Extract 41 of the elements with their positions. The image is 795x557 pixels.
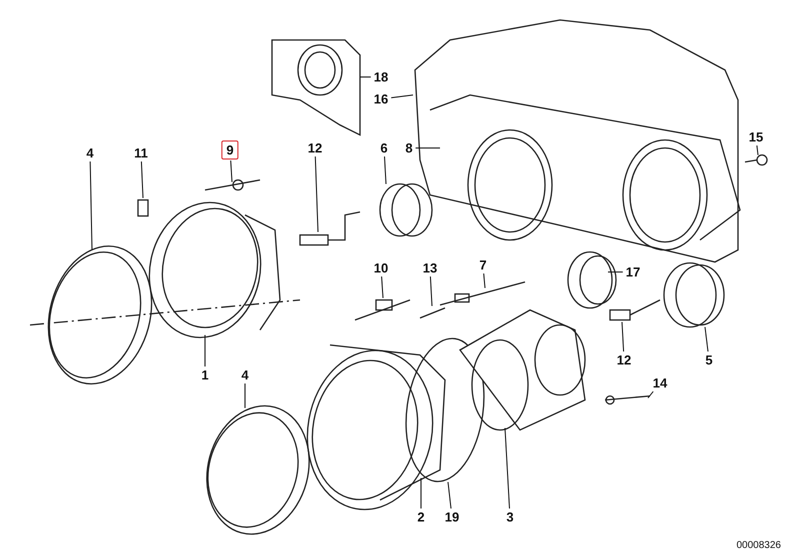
callout-number: 2 (415, 510, 427, 524)
leader-line (622, 322, 624, 352)
callout-number: 18 (372, 70, 390, 84)
leader-line (448, 482, 452, 509)
drawing-number: 00008326 (736, 540, 781, 551)
callout-number: 3 (504, 510, 516, 524)
leader-line (204, 334, 206, 367)
leader-line (381, 276, 384, 298)
callout-number: 6 (378, 140, 390, 156)
callout-number: 11 (132, 146, 150, 160)
leader-line (360, 76, 372, 78)
callout-number: 13 (420, 260, 440, 276)
leader-line (90, 161, 92, 250)
leader-line (430, 276, 432, 306)
callout-number: 17 (624, 264, 642, 280)
callout-number: 14 (650, 376, 670, 390)
callout-number: 7 (477, 258, 489, 272)
callout-number: 5 (703, 352, 715, 368)
leader-line (140, 161, 144, 198)
leader-line (390, 94, 414, 98)
callout-number: 4 (84, 146, 96, 160)
leader-line (504, 428, 510, 509)
callout-number: 12 (614, 352, 634, 368)
callout-number: 9 (221, 140, 239, 160)
callout-number: 4 (239, 368, 251, 382)
callout-number: 8 (403, 140, 415, 156)
leader-line (704, 326, 708, 352)
callout-number: 19 (442, 510, 462, 524)
callout-number: 15 (746, 130, 766, 144)
leader-line (244, 383, 246, 408)
callout-number: 10 (372, 260, 390, 276)
leader-line (756, 145, 758, 156)
leader-line (420, 478, 422, 509)
callout-number: 12 (306, 140, 324, 156)
callout-number: 16 (372, 92, 390, 106)
leader-line (230, 160, 232, 182)
leader-line (314, 156, 318, 232)
leader-line (483, 273, 486, 288)
leader-line (648, 391, 654, 398)
callout-number: 1 (199, 368, 211, 382)
leader-line (384, 156, 386, 184)
